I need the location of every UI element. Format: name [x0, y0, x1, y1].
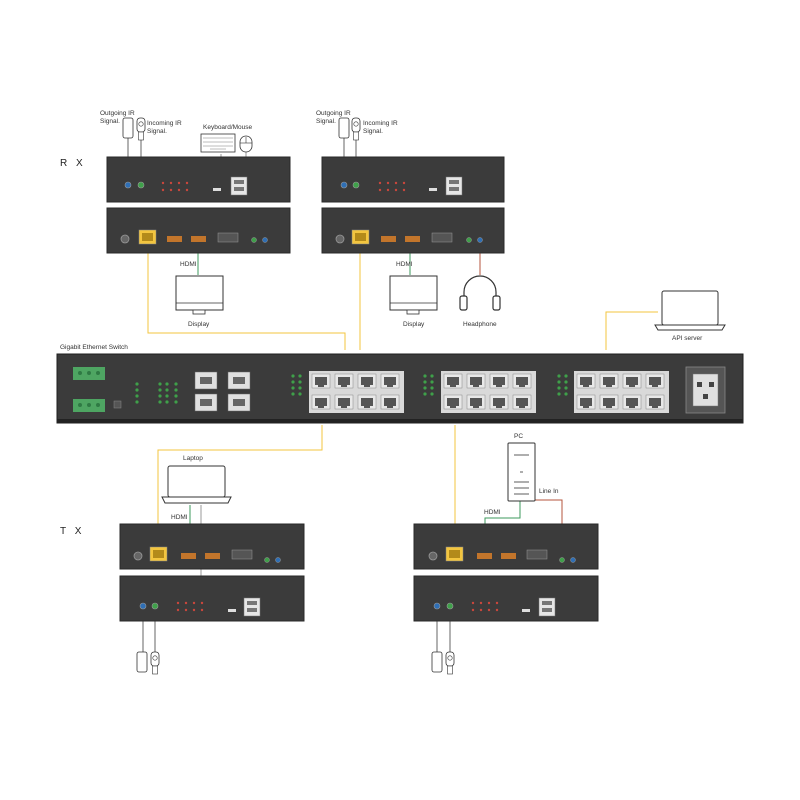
rx1-receiver-top: [106, 156, 291, 203]
power-socket-icon: [685, 366, 726, 414]
monitor-icon: [389, 275, 438, 315]
tx1-transmitter-bottom: [119, 575, 305, 622]
hdmi-label-tx1: HDMI: [171, 514, 188, 521]
ethernet-cable-rx1: [147, 240, 346, 350]
keyboard-mouse-label: Keyboard/Mouse: [203, 124, 253, 131]
tx2-transmitter-bottom: [413, 575, 599, 622]
hdmi-label-rx2: HDMI: [396, 261, 413, 268]
laptop-icon: [654, 290, 726, 331]
ir-receiver-icon: [136, 117, 146, 141]
ir-receiver-icon: [351, 117, 361, 141]
display-label-2: Display: [403, 321, 425, 328]
headphone-label: Headphone: [463, 321, 497, 328]
tx2-ir-devices: [431, 651, 455, 675]
ir-receiver-icon: [445, 651, 455, 675]
laptop-label: Laptop: [183, 455, 203, 462]
rx-section-label: R X: [60, 158, 86, 169]
keyboard-icon: [200, 133, 236, 153]
rx2-receiver-bottom: [321, 207, 505, 254]
ir-emitter-icon: [136, 651, 148, 673]
api-server-label: API server: [672, 335, 703, 342]
switch-label: Gigabit Ethernet Switch: [60, 344, 128, 351]
ir-receiver-icon: [150, 651, 160, 675]
gigabit-ethernet-switch: [56, 353, 744, 424]
line-in-label: Line In: [539, 488, 559, 495]
rj45-port-group-3: [574, 371, 669, 413]
rx1-receiver-bottom: [106, 207, 291, 254]
laptop-icon: [161, 465, 232, 504]
tx1-ir-devices: [136, 651, 160, 675]
headphone-icon: [459, 275, 501, 311]
tx2-transmitter-top: [413, 523, 599, 570]
hdmi-label-rx1: HDMI: [180, 261, 197, 268]
ir-emitter-icon: [338, 117, 350, 139]
ethernet-cable-tx1: [157, 425, 323, 543]
tx-section-label: T X: [60, 526, 84, 537]
ir-emitter-icon: [122, 117, 134, 139]
tx1-transmitter-top: [119, 523, 305, 570]
ir-emitter-icon: [431, 651, 443, 673]
display-label-1: Display: [188, 321, 210, 328]
monitor-icon: [175, 275, 224, 315]
hdmi-label-tx2: HDMI: [484, 509, 501, 516]
pc-label: PC: [514, 433, 523, 440]
rj45-port-group-2: [441, 371, 536, 413]
pc-tower-icon: [507, 442, 536, 502]
ethernet-cable-api: [605, 311, 658, 350]
mouse-icon: [239, 135, 253, 153]
rx2-receiver-top: [321, 156, 505, 203]
rj45-port-group-1: [309, 371, 404, 413]
